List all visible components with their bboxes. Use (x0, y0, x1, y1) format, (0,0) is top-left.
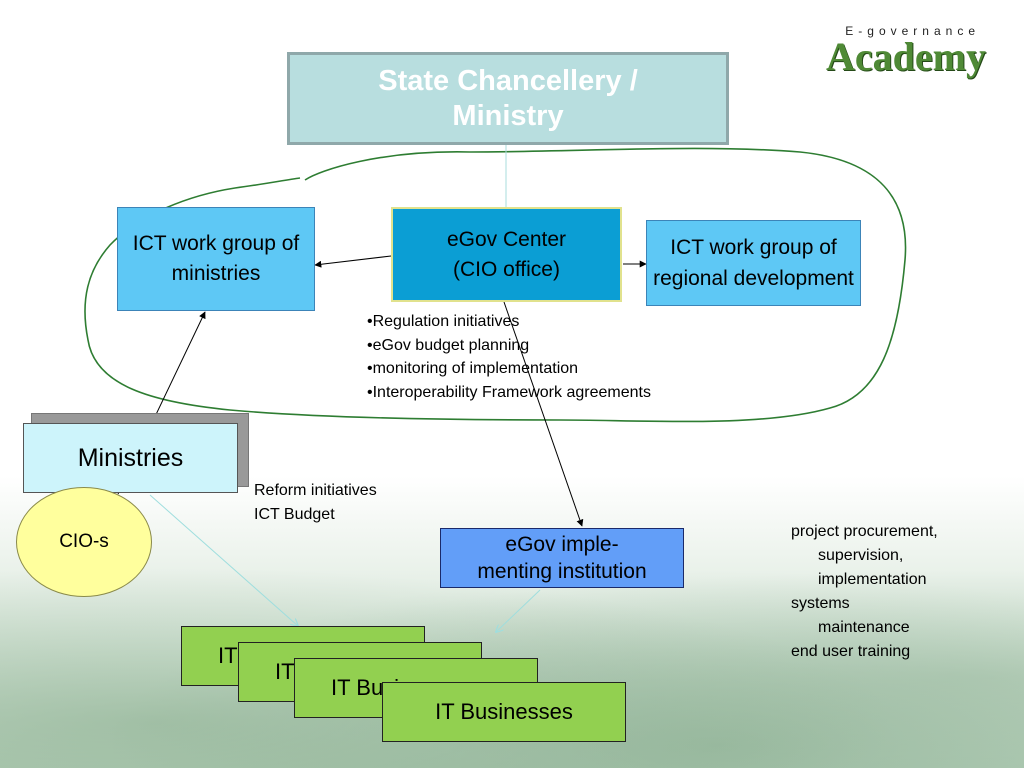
egov-center-task-list: •Regulation initiatives •eGov budget pla… (367, 310, 651, 404)
task-item: implementation (818, 571, 927, 588)
ministries-task-list: Reform initiatives ICT Budget (254, 479, 377, 527)
ministries-box: Ministries (23, 423, 238, 493)
egovernance-academy-logo: E-governance Academy (826, 24, 986, 79)
state-chancellery-box: State Chancellery / Ministry (287, 52, 729, 145)
task-item: ICT Budget (254, 506, 335, 523)
task-item: •Regulation initiatives (367, 313, 520, 330)
egov-center-box: eGov Center (CIO office) (391, 207, 622, 302)
task-item: end user training (791, 643, 911, 660)
task-item: maintenance (818, 619, 910, 636)
implementing-task-list: project procurement, supervision, implem… (791, 520, 938, 664)
task-item: •monitoring of implementation (367, 360, 579, 377)
task-item: •eGov budget planning (367, 336, 530, 354)
arrow-center-to-implementing (503, 301, 584, 527)
egov-implementing-institution-box: eGov imple- menting institution (440, 528, 684, 588)
ict-work-group-ministries-box: ICT work group of ministries (117, 207, 315, 311)
arrow-center-to-ict-ministries (314, 255, 392, 268)
logo-name: Academy (826, 34, 986, 79)
cio-ellipse: CIO-s (16, 487, 152, 597)
task-item: •Interoperability Framework agreements (367, 383, 651, 401)
egov-center-title: eGov Center (446, 227, 567, 251)
egov-loop-outline (84, 147, 907, 423)
task-item: systems (791, 595, 850, 612)
connector-ministries-to-it (149, 494, 298, 626)
task-item: project procurement, (791, 523, 938, 540)
it-businesses-box: IT Businesses (382, 682, 626, 742)
ict-work-group-regional-box: ICT work group of regional development (646, 220, 861, 306)
task-item: Reform initiatives (254, 482, 377, 499)
implementing-title-line2: menting institution (477, 560, 647, 583)
task-item: supervision, (818, 547, 904, 564)
egov-center-subtitle: (CIO office) (453, 257, 560, 281)
logo-subtitle: E-governance (845, 24, 980, 38)
implementing-title-line1: eGov imple- (505, 533, 619, 556)
connector-implementing-to-it (496, 589, 541, 632)
